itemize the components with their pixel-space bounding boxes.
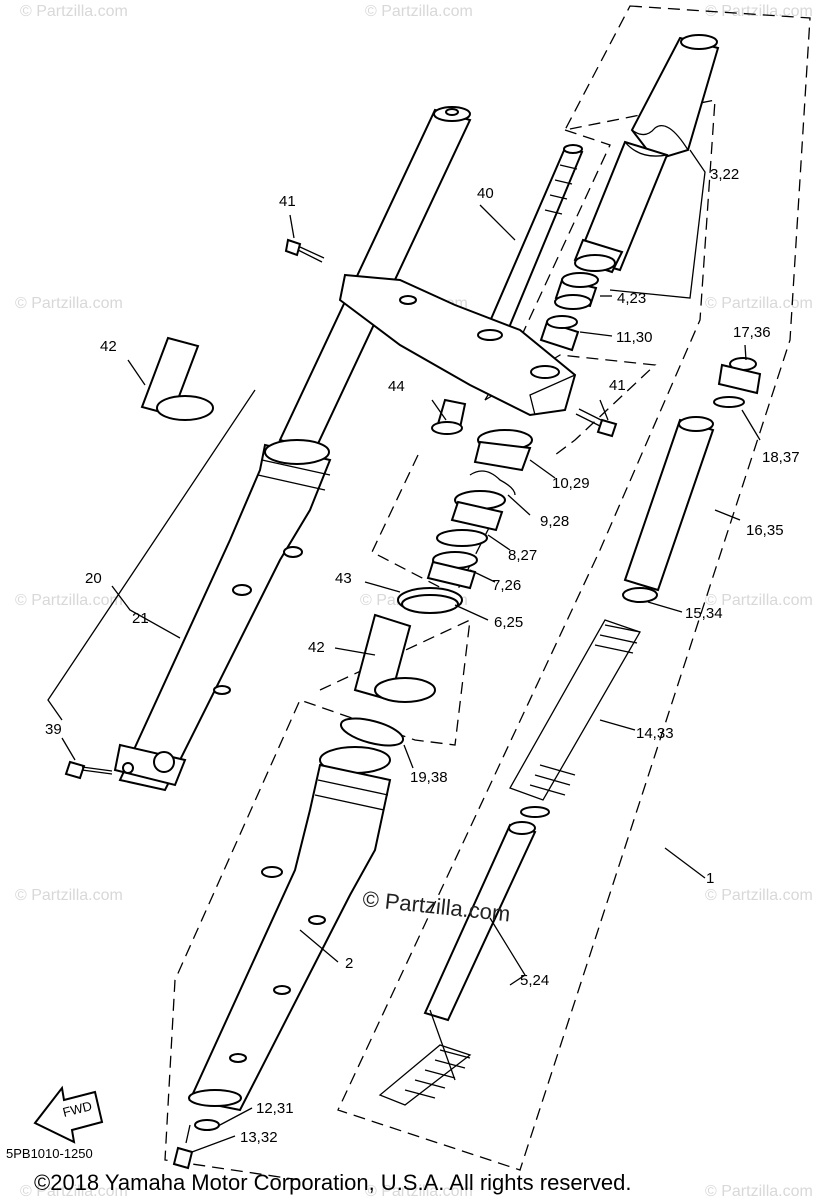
bolts-41 [284, 238, 618, 438]
callout-7-26: 7,26 [492, 577, 521, 594]
watermark-text: © Partzilla.com [705, 592, 813, 609]
fork-guards-42 [140, 336, 436, 703]
callout-44: 44 [388, 378, 405, 395]
callout-11-30: 11,30 [616, 329, 652, 346]
fwd-label: FWD [61, 1098, 93, 1120]
leader-lines [47, 149, 761, 1153]
callout-17-36: 17,36 [733, 324, 771, 341]
callout-8-27: 8,27 [508, 547, 537, 564]
fwd-arrow-icon: FWD [33, 1085, 104, 1144]
callout-42-top: 42 [100, 338, 117, 355]
callout-42-bottom: 42 [308, 639, 325, 656]
bolt-39-part [64, 760, 134, 780]
callout-41-top: 41 [279, 193, 296, 210]
watermark-text: © Partzilla.com [20, 3, 128, 20]
right-inner-parts [509, 357, 762, 818]
callout-labels: 3,22 4,23 11,30 40 41 41 42 44 17,36 18,… [45, 166, 800, 1146]
callout-5-24: 5,24 [520, 972, 549, 989]
callout-3-22: 3,22 [710, 166, 739, 183]
watermark-text: © Partzilla.com [20, 1183, 128, 1200]
seal-group-outline [371, 454, 498, 596]
watermark-text: © Partzilla.com [365, 3, 473, 20]
watermark-text: © Partzilla.com [705, 295, 813, 312]
watermark-text: © Partzilla.com [705, 1183, 813, 1200]
under-bracket-part [338, 273, 577, 417]
callout-16-35: 16,35 [746, 522, 784, 539]
callout-40: 40 [477, 185, 494, 202]
callout-13-32: 13,32 [240, 1129, 278, 1146]
callout-1: 1 [706, 870, 714, 887]
watermark-text: © Partzilla.com [705, 3, 813, 20]
callout-43: 43 [335, 570, 352, 587]
callout-39: 39 [45, 721, 62, 738]
callout-2: 2 [345, 955, 353, 972]
watermark-text: © Partzilla.com [705, 887, 813, 904]
callout-9-28: 9,28 [540, 513, 569, 530]
watermark-text: © Partzilla.com [365, 1183, 473, 1200]
nut-44-part [431, 398, 467, 435]
callout-14-33: 14,33 [636, 725, 674, 742]
outer-tube-20-part [113, 439, 332, 792]
callout-41-right: 41 [609, 377, 626, 394]
callout-21: 21 [132, 610, 149, 627]
callout-15-34: 15,34 [685, 605, 723, 622]
watermark-text: © Partzilla.com [15, 295, 123, 312]
watermark-text: © Partzilla.com [15, 592, 123, 609]
watermark-text: © Partzilla.com [15, 887, 123, 904]
seal-stack [397, 429, 533, 614]
oring-19-part [339, 717, 405, 747]
callout-4-23: 4,23 [617, 290, 646, 307]
damper-part [378, 821, 537, 1106]
inner-tube-part [573, 34, 720, 274]
callout-6-25: 6,25 [494, 614, 523, 631]
callout-19-38: 19,38 [410, 769, 448, 786]
callout-20: 20 [85, 570, 102, 587]
bushings [539, 272, 599, 352]
copyright-notice: ©2018 Yamaha Motor Corporation, U.S.A. A… [34, 1170, 631, 1195]
outer-tube-2-part [188, 746, 392, 1112]
callout-18-37: 18,37 [762, 449, 800, 466]
callout-12-31: 12,31 [256, 1100, 294, 1117]
diagram-code: 5PB1010-1250 [6, 1146, 93, 1161]
callout-10-29: 10,29 [552, 475, 590, 492]
cap-group-outline [484, 129, 611, 401]
